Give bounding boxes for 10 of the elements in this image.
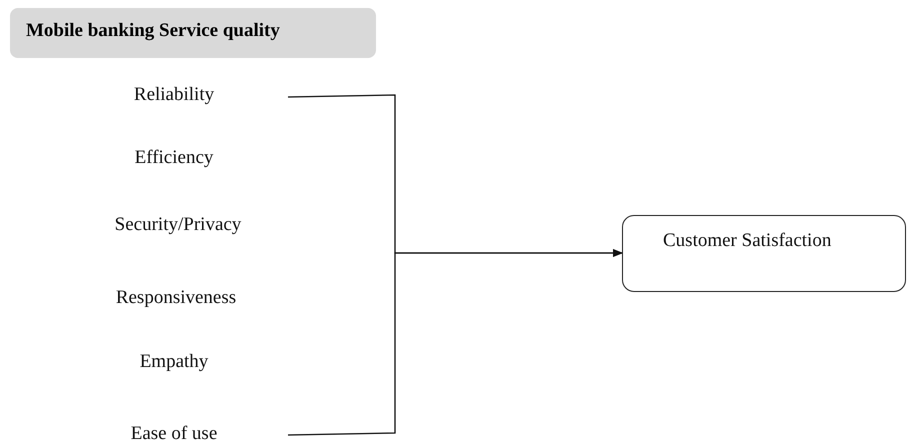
outcome-label: Customer Satisfaction	[663, 230, 832, 251]
bracket-arrow	[288, 249, 623, 436]
outcome-box	[622, 215, 906, 292]
factor-label: Reliability	[134, 84, 214, 105]
heading-banner: Mobile banking Service quality	[10, 8, 376, 58]
factor-label: Ease of use	[130, 423, 218, 444]
factor-label: Empathy	[140, 351, 208, 372]
factor-label: Responsiveness	[116, 287, 236, 308]
factor-label: Security/Privacy	[114, 214, 242, 235]
factor-label: Efficiency	[134, 147, 214, 168]
